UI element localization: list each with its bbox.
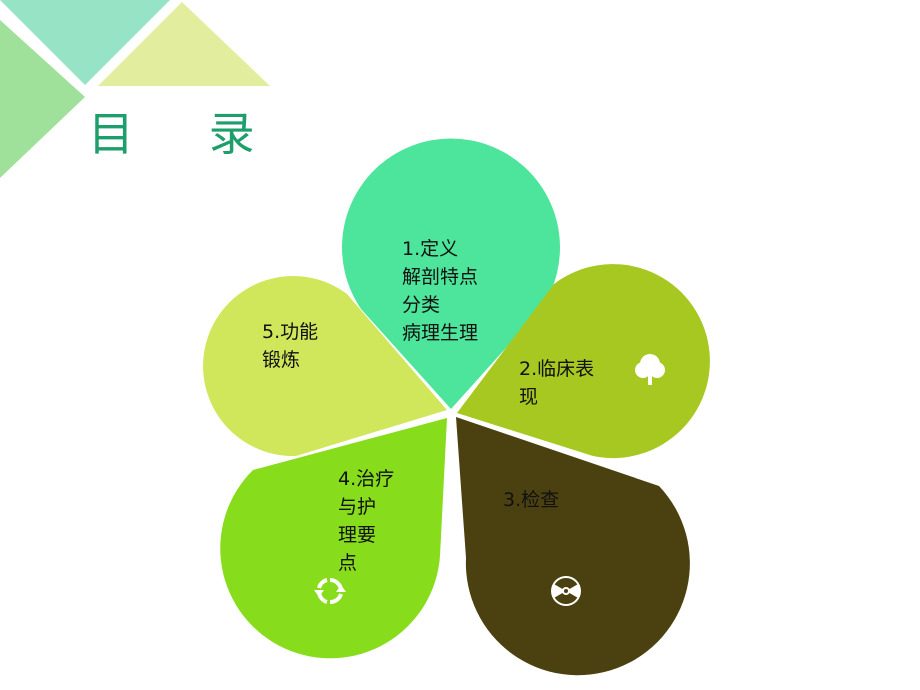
petal-1-line-1: 1.定义 [402,238,459,260]
page-title: 目 录 [88,107,285,161]
petal-4-line-2: 与护 [338,496,377,518]
petal-1-shape [341,138,560,409]
petal-2-label: 2.临床表 现 [519,355,594,411]
petal-3-label: 3.检查 [503,486,559,514]
petal-5-line-2: 锻炼 [262,349,301,371]
deco-green-triangle [0,20,85,178]
petal-4-shape [220,418,447,659]
tree-icon [635,354,665,385]
petal-1-line-3: 分类 [402,294,441,316]
petal-1-label: 1.定义 解剖特点 分类 病理生理 [402,235,478,347]
deco-yellow-triangle [98,2,270,86]
cycle-arrows-icon [314,578,346,604]
deco-teal-triangle [0,0,170,85]
petal-3-line-1: 3.检查 [503,489,560,511]
petal-5-line-1: 5.功能 [262,321,319,343]
petal-1-line-2: 解剖特点 [402,266,479,288]
petal-4-label: 4.治疗 与护 理要 点 [338,465,394,577]
petal-3-shape [456,417,690,676]
petal-4-line-4: 点 [338,552,358,574]
radiation-icon [551,576,581,606]
petal-2-line-2: 现 [519,386,539,408]
petal-1-line-4: 病理生理 [402,322,479,344]
petal-4-line-1: 4.治疗 [338,468,395,490]
petal-5-label: 5.功能 锻炼 [262,318,318,374]
petal-5-shape [203,276,447,457]
petal-2-shape [457,264,710,459]
petal-2-line-1: 2.临床表 [519,358,595,380]
petal-4-line-3: 理要 [338,524,377,546]
